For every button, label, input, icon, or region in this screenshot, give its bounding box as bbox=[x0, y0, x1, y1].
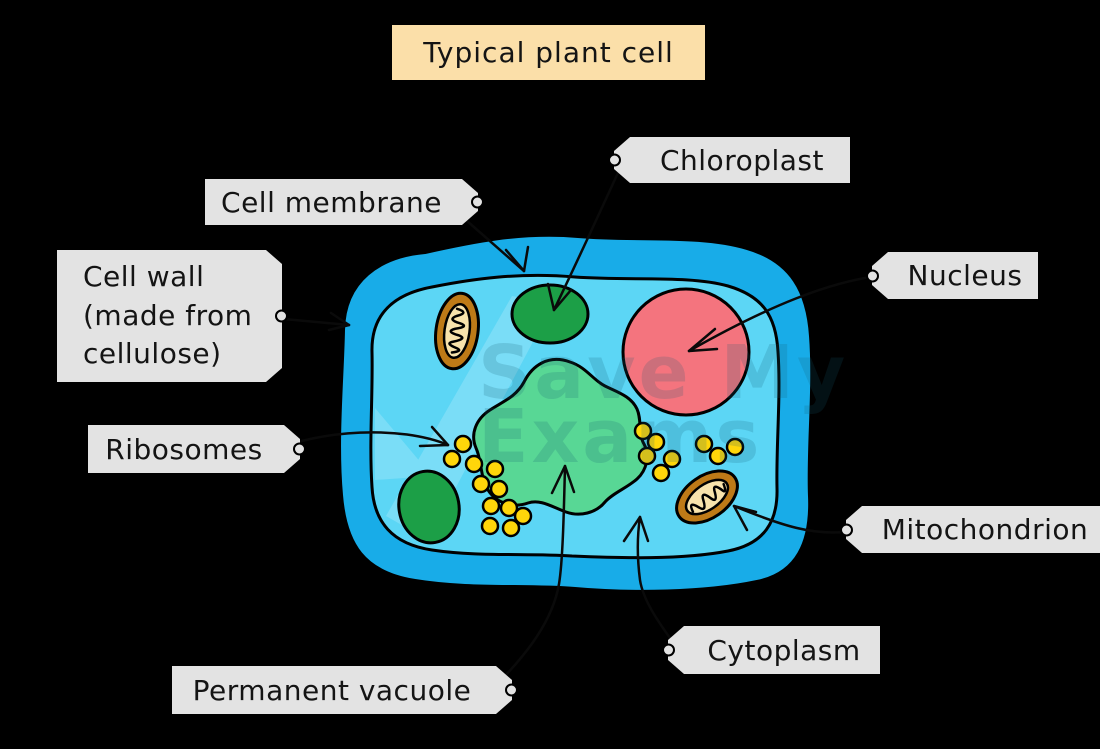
ribosome-dot bbox=[633, 421, 653, 441]
tag-hole bbox=[866, 269, 879, 282]
diagram-title-text: Typical plant cell bbox=[423, 36, 674, 69]
watermark-line1: Save My bbox=[478, 330, 848, 416]
arrow-mitochondrion bbox=[732, 504, 854, 534]
chloroplast-bottom-ellipse bbox=[397, 469, 461, 545]
tag-hole bbox=[275, 309, 288, 323]
mitochondrion-cristae bbox=[448, 307, 466, 354]
label-ribosomes: Ribosomes bbox=[88, 425, 306, 473]
label-permanent-vacuole-text: Permanent vacuole bbox=[192, 673, 472, 707]
tag-hole bbox=[608, 153, 621, 167]
arrow-permanent-vacuole bbox=[488, 464, 576, 693]
label-bg bbox=[872, 252, 1038, 299]
arrow-cytoplasm bbox=[622, 515, 680, 651]
label-mitochondrion: Mitochondrion bbox=[840, 506, 1100, 553]
ribosome-dot bbox=[513, 506, 533, 526]
ribosome-dot bbox=[646, 432, 666, 452]
label-cell-wall-line2: (made from bbox=[83, 298, 253, 332]
arrow-nucleus bbox=[687, 274, 880, 353]
tag-hole bbox=[471, 195, 484, 209]
label-cytoplasm-text: Cytoplasm bbox=[707, 633, 861, 667]
ribosome-dot bbox=[464, 454, 484, 474]
watermark-line2: Exams bbox=[478, 394, 762, 480]
label-permanent-vacuole: Permanent vacuole bbox=[172, 666, 518, 714]
tag-hole bbox=[505, 683, 518, 697]
ribosome-dot bbox=[442, 449, 462, 469]
tag-hole bbox=[840, 523, 853, 536]
ribosome-dot bbox=[662, 449, 682, 469]
ribosome-dot bbox=[480, 516, 500, 536]
label-bg bbox=[668, 626, 880, 674]
label-chloroplast: Chloroplast bbox=[608, 137, 850, 183]
ribosome-dot bbox=[651, 463, 671, 483]
mitochondrion-cristae bbox=[689, 482, 727, 513]
logo-streak bbox=[375, 408, 432, 480]
label-bg bbox=[614, 137, 850, 183]
label-cell-membrane-text: Cell membrane bbox=[221, 185, 442, 219]
label-nucleus-text: Nucleus bbox=[907, 259, 1023, 292]
label-ribosomes-text: Ribosomes bbox=[105, 432, 263, 466]
ribosome-dot bbox=[501, 518, 521, 538]
label-bg bbox=[205, 179, 478, 225]
tag-hole bbox=[662, 643, 675, 657]
arrow-chloroplast bbox=[546, 160, 625, 312]
label-nucleus: Nucleus bbox=[866, 252, 1038, 299]
watermark-text: Save My Exams bbox=[478, 330, 848, 480]
ribosome-dot bbox=[471, 474, 491, 494]
chloroplast-top-shape bbox=[510, 283, 590, 345]
ribosome-dot bbox=[485, 459, 505, 479]
label-bg bbox=[172, 666, 512, 714]
ribosomes-right-cluster bbox=[633, 421, 745, 483]
label-cell-wall-line3: cellulose) bbox=[83, 337, 222, 371]
mitochondrion-bottom-shape bbox=[675, 469, 739, 525]
ribosome-dot bbox=[708, 446, 728, 466]
ribosomes-left-cluster bbox=[442, 434, 533, 538]
nucleus-shape bbox=[621, 287, 751, 417]
mitochondrion-top-shape bbox=[434, 291, 480, 371]
ribosome-dot bbox=[499, 498, 519, 518]
label-cytoplasm: Cytoplasm bbox=[662, 626, 880, 674]
label-mitochondrion-text: Mitochondrion bbox=[881, 513, 1089, 546]
ribosome-dot bbox=[489, 479, 509, 499]
leader-arrows bbox=[260, 160, 880, 693]
label-cell-wall-line1: Cell wall bbox=[83, 260, 205, 294]
label-chloroplast-text: Chloroplast bbox=[659, 143, 824, 177]
label-cell-wall: Cell wall (made from cellulose) bbox=[57, 250, 288, 382]
vacuole-shape bbox=[472, 358, 649, 516]
label-cell-membrane: Cell membrane bbox=[205, 179, 484, 225]
label-bg bbox=[846, 506, 1100, 553]
label-bg bbox=[88, 425, 300, 473]
ribosome-dot bbox=[725, 437, 745, 457]
ribosome-dot bbox=[694, 434, 714, 454]
chloroplast-bottom-shape bbox=[397, 469, 461, 545]
ribosome-dot bbox=[453, 434, 473, 454]
ribosome-dot bbox=[481, 496, 501, 516]
diagram-title: Typical plant cell bbox=[392, 25, 705, 80]
label-bg bbox=[57, 250, 282, 382]
tag-hole bbox=[293, 442, 306, 456]
ribosome-dot bbox=[637, 446, 657, 466]
